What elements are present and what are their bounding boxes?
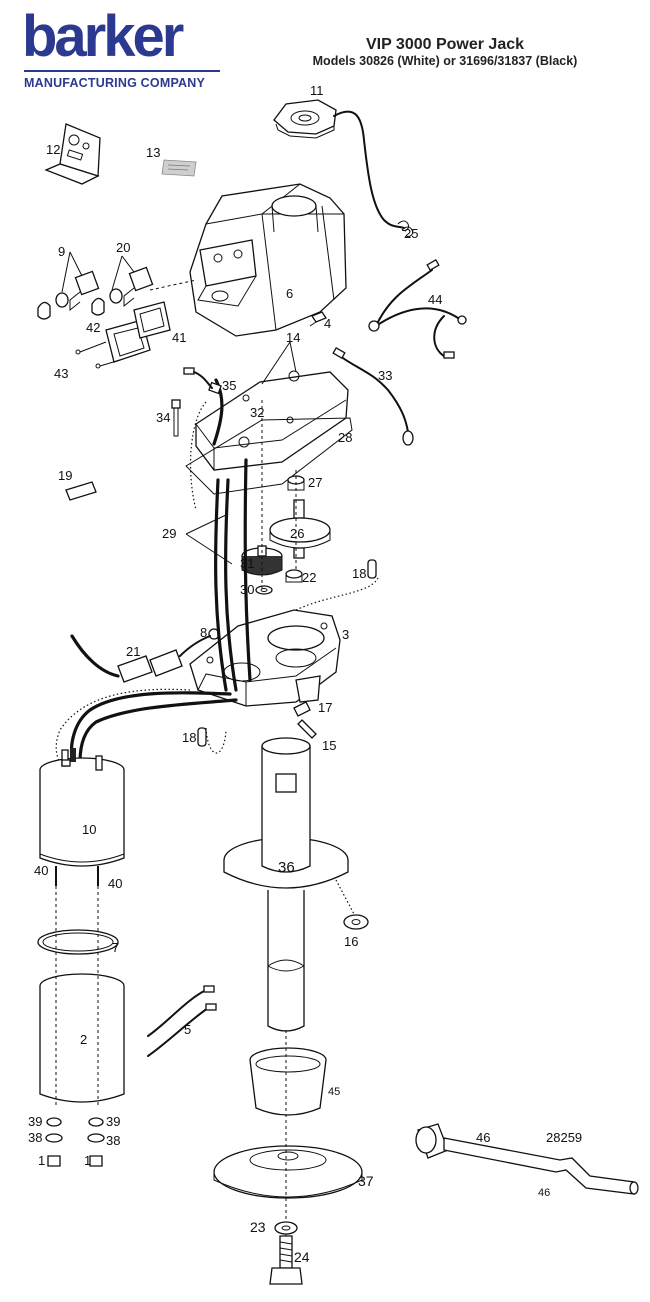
callout-30: 30 xyxy=(240,582,254,597)
motor-hardware-right xyxy=(87,1117,105,1167)
callout-42: 42 xyxy=(86,320,100,335)
part-30-washer xyxy=(255,585,273,595)
callout-13: 13 xyxy=(146,145,160,160)
callout-38-left: 38 xyxy=(28,1130,42,1145)
part-17-screw xyxy=(293,701,311,717)
part-13-label xyxy=(161,159,197,177)
callout-44: 44 xyxy=(428,292,442,307)
callout-18-lower: 18 xyxy=(182,730,196,745)
callout-28: 28 xyxy=(338,430,352,445)
part-9-switch xyxy=(37,270,100,320)
callout-17: 17 xyxy=(318,700,332,715)
part-4-screw xyxy=(309,311,327,327)
callout-8: 8 xyxy=(200,625,207,640)
callout-33: 33 xyxy=(378,368,392,383)
callout-3: 3 xyxy=(342,627,349,642)
part-46-crank-handle xyxy=(415,1123,639,1195)
part-18-pin-lower xyxy=(197,727,207,747)
part-26-gear xyxy=(269,499,331,559)
part-45-foot-cup xyxy=(249,1047,327,1116)
motor-hardware-left xyxy=(45,1117,63,1167)
logo-subtitle: MANUFACTURING COMPANY xyxy=(24,76,206,90)
part-44-harness xyxy=(368,259,467,359)
part-36-jack-tube xyxy=(223,737,349,1032)
callout-11: 11 xyxy=(310,83,324,98)
logo-rule xyxy=(24,70,220,72)
callout-39-left: 39 xyxy=(28,1114,42,1129)
callout-7: 7 xyxy=(112,940,119,955)
part-2-motor-can xyxy=(39,973,125,1103)
callout-40-right: 40 xyxy=(108,876,122,891)
page-title: VIP 3000 Power Jack xyxy=(365,36,525,53)
callout-1-left: 1 xyxy=(38,1153,45,1168)
callout-12: 12 xyxy=(46,142,60,157)
callout-29: 29 xyxy=(162,526,176,541)
logo-wordmark: barker xyxy=(22,4,184,69)
callout-20: 20 xyxy=(116,240,130,255)
callout-23: 23 xyxy=(250,1219,266,1235)
callout-28259: 28259 xyxy=(546,1130,582,1145)
part-11-cap xyxy=(273,99,337,139)
part-6-cover xyxy=(189,183,347,337)
part-24-bolt xyxy=(269,1235,303,1285)
part-12-bracket xyxy=(44,123,101,185)
part-16-washer xyxy=(343,914,369,930)
part-34-bolt xyxy=(171,399,181,437)
callout-1-right: 1 xyxy=(84,1153,91,1168)
callout-39-right: 39 xyxy=(106,1114,120,1129)
callout-38-right: 38 xyxy=(106,1133,120,1148)
part-7-o-ring xyxy=(37,929,119,955)
callout-46-upper: 46 xyxy=(476,1130,490,1145)
page-subtitle: Models 30826 (White) or 31696/31837 (Bla… xyxy=(312,54,578,68)
callout-27: 27 xyxy=(308,475,322,490)
callout-34: 34 xyxy=(156,410,170,425)
callout-37: 37 xyxy=(358,1173,374,1189)
callout-41: 41 xyxy=(172,330,186,345)
callout-40-left: 40 xyxy=(34,863,48,878)
callout-24: 24 xyxy=(294,1249,310,1265)
part-20-switch xyxy=(91,266,154,316)
callout-10: 10 xyxy=(82,822,96,837)
part-37-foot-plate xyxy=(213,1145,363,1199)
part-41-gasket xyxy=(133,301,171,339)
callout-46-lower: 46 xyxy=(538,1187,550,1199)
callout-18-upper: 18 xyxy=(352,566,366,581)
callout-35: 35 xyxy=(222,378,236,393)
callout-31: 31 xyxy=(240,556,254,571)
part-23-washer xyxy=(274,1221,298,1235)
callout-15: 15 xyxy=(322,738,336,753)
callout-16: 16 xyxy=(344,934,358,949)
callout-4: 4 xyxy=(324,316,331,331)
callout-36: 36 xyxy=(278,859,295,876)
part-3-gear-housing xyxy=(189,609,341,707)
callout-45: 45 xyxy=(328,1086,340,1098)
part-21-connector xyxy=(117,635,211,683)
part-18-pin-upper xyxy=(367,559,377,579)
part-15-pin xyxy=(297,719,317,739)
callout-9: 9 xyxy=(58,244,65,259)
callout-2: 2 xyxy=(80,1032,87,1047)
barker-logo: barker MANUFACTURING COMPANY xyxy=(22,4,222,90)
callout-32: 32 xyxy=(250,405,264,420)
callout-19: 19 xyxy=(58,468,72,483)
callout-14: 14 xyxy=(286,330,300,345)
part-33-cable xyxy=(339,355,409,433)
callout-5: 5 xyxy=(184,1022,191,1037)
part-10-motor xyxy=(39,748,125,867)
part-5-wires xyxy=(147,985,217,1057)
part-25-cable xyxy=(333,110,405,229)
part-19-label xyxy=(65,481,97,501)
callout-21: 21 xyxy=(126,644,140,659)
callout-22: 22 xyxy=(302,570,316,585)
callout-25: 25 xyxy=(404,226,418,241)
part-22-bushing xyxy=(285,569,303,583)
callout-43: 43 xyxy=(54,366,68,381)
callout-6: 6 xyxy=(286,286,293,301)
callout-26: 26 xyxy=(290,526,304,541)
